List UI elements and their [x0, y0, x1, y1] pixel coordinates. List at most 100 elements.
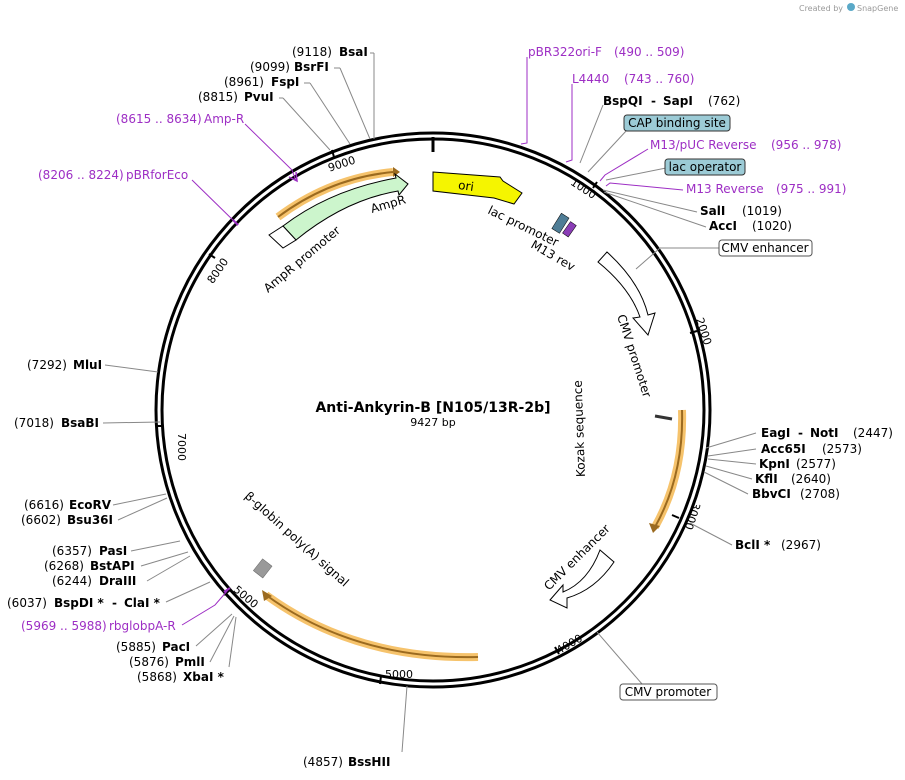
site-bsabi[interactable]: BsaBI	[61, 416, 99, 430]
lac-operator-lead	[605, 167, 667, 181]
primer-l4440[interactable]: L4440	[572, 72, 609, 86]
cds-right-arrowhead	[649, 523, 660, 533]
site-pvui-pos: (8815)	[198, 90, 238, 104]
site-ecorv[interactable]: EcoRV	[69, 498, 112, 512]
pbrforeco-lead	[191, 179, 239, 226]
ecorv-lead	[112, 493, 167, 506]
cmv-promoter-box[interactable]	[619, 683, 718, 701]
paci-lead	[195, 613, 233, 647]
site-pasi[interactable]: PasI	[99, 544, 127, 558]
site-bcli[interactable]: BclI *	[735, 538, 771, 552]
bstapi-lead	[140, 551, 189, 567]
lac-promoter-label: lac promoter	[486, 203, 561, 249]
site-draiii-pos: (6244)	[52, 574, 92, 588]
cmv-enhancer-box-label: CMV enhancer	[721, 241, 808, 255]
site-sali[interactable]: SalI	[700, 204, 725, 218]
site-paci[interactable]: PacI	[162, 640, 190, 654]
ampr-cds-line	[277, 171, 394, 218]
cmv-enhancer-box[interactable]	[718, 239, 813, 257]
site-bsabi-pos: (7018)	[14, 416, 54, 430]
mlui-lead	[104, 364, 159, 373]
site-pasi-pos: (6357)	[52, 544, 92, 558]
primer-pbr322ori-range: (490 .. 509)	[614, 45, 684, 59]
acci-lead	[603, 191, 707, 228]
lac-operator-box[interactable]	[664, 158, 746, 176]
site-bsai[interactable]: BsaI	[339, 45, 368, 59]
site-bstapi-pos: (6268)	[44, 559, 84, 573]
rbglobpa-r-lead	[181, 589, 229, 626]
site-kfli-pos: (2640)	[791, 472, 831, 486]
site-eagi-sep: -	[798, 426, 803, 440]
site-acc65i[interactable]: Acc65I	[761, 442, 806, 456]
kfli-lead	[705, 465, 753, 480]
bbvci-lead	[703, 471, 749, 495]
primer-rbglobpa-r[interactable]: rbglobpA-R	[109, 619, 176, 633]
fspi-lead	[309, 82, 351, 145]
pbr322ori-lead	[520, 57, 528, 145]
primer-rbglobpa-r-range: (5969 .. 5988)	[21, 619, 107, 633]
site-bsu36i[interactable]: Bsu36I	[67, 513, 113, 527]
site-mlui-pos: (7292)	[27, 358, 67, 372]
site-bsshii-pos: (4857)	[303, 755, 343, 769]
backbone-outer	[154, 131, 712, 689]
site-kpni-pos: (2577)	[796, 457, 836, 471]
tick-1000	[592, 181, 598, 189]
pvui-lead	[282, 97, 331, 151]
site-sapi[interactable]: SapI	[663, 94, 693, 108]
primer-m13-puc-range: (956 .. 978)	[771, 138, 841, 152]
primer-m13-reverse-range: (975 .. 991)	[776, 182, 846, 196]
primer-m13-reverse[interactable]: M13 Reverse	[686, 182, 764, 196]
tick-9000	[331, 149, 335, 158]
site-bcli-pos: (2967)	[781, 538, 821, 552]
tick-label-4000: 4000	[554, 632, 585, 657]
site-pmli[interactable]: PmlI	[175, 655, 205, 669]
site-acci[interactable]: AccI	[709, 219, 737, 233]
kozak-label: Kozak sequence	[571, 380, 588, 477]
primer-m13-puc-reverse[interactable]: M13/pUC Reverse	[650, 138, 757, 152]
cap-binding-site-label: CAP binding site	[628, 116, 726, 130]
site-bsrfi[interactable]: BsrFI	[294, 60, 329, 74]
site-xbai[interactable]: XbaI *	[183, 670, 225, 684]
site-kpni[interactable]: KpnI	[759, 457, 790, 471]
cap-binding-site-box[interactable]	[623, 114, 731, 132]
site-eagi[interactable]: EagI	[761, 426, 790, 440]
site-bsu36i-pos: (6602)	[21, 513, 61, 527]
l4440-lead	[565, 84, 573, 163]
site-mlui[interactable]: MluI	[73, 358, 102, 372]
draiii-lead	[146, 555, 191, 582]
sali-lead	[602, 189, 698, 213]
site-bsshii[interactable]: BssHII	[348, 755, 390, 769]
site-clai[interactable]: ClaI *	[124, 596, 161, 610]
tick-5000	[379, 675, 382, 685]
tick-3000	[671, 514, 680, 519]
site-bstapi[interactable]: BstAPI	[90, 559, 135, 573]
tick-8000	[208, 253, 216, 259]
tick-2000	[689, 330, 698, 334]
site-fspi[interactable]: FspI	[271, 75, 299, 89]
ori-feature	[432, 171, 523, 205]
lac-operator-label: lac operator	[669, 160, 742, 174]
pmli-lead	[209, 615, 235, 663]
primer-pbr322ori-f[interactable]: pBR322ori-F	[528, 45, 602, 59]
tick-label-9000: 9000	[326, 154, 357, 175]
site-draiii[interactable]: DraIII	[99, 574, 136, 588]
site-kfli[interactable]: KflI	[755, 472, 778, 486]
cds-bottom-line	[265, 594, 479, 659]
site-eagi-pos: (2447)	[853, 426, 893, 440]
primer-pbrforeco[interactable]: pBRforEco	[126, 168, 188, 182]
site-bspqi[interactable]: BspQI	[603, 94, 643, 108]
site-bbvci[interactable]: BbvCI	[752, 487, 791, 501]
site-pvui[interactable]: PvuI	[244, 90, 274, 104]
site-bspdi[interactable]: BspDI *	[54, 596, 104, 610]
site-bspqi-sep: -	[651, 94, 656, 108]
bcli-lead	[689, 522, 733, 546]
lac-promoter-feature	[551, 212, 570, 234]
site-acc65i-pos: (2573)	[822, 442, 862, 456]
cds-right-line	[654, 409, 684, 528]
primer-amp-r[interactable]: Amp-R	[204, 112, 244, 126]
amp-r-lead	[244, 123, 297, 182]
m13-rev-feature	[562, 221, 577, 238]
site-bspdi-pos: (6037)	[7, 596, 47, 610]
cmv-enhancer-lead	[635, 247, 719, 270]
site-noti[interactable]: NotI	[810, 426, 839, 440]
